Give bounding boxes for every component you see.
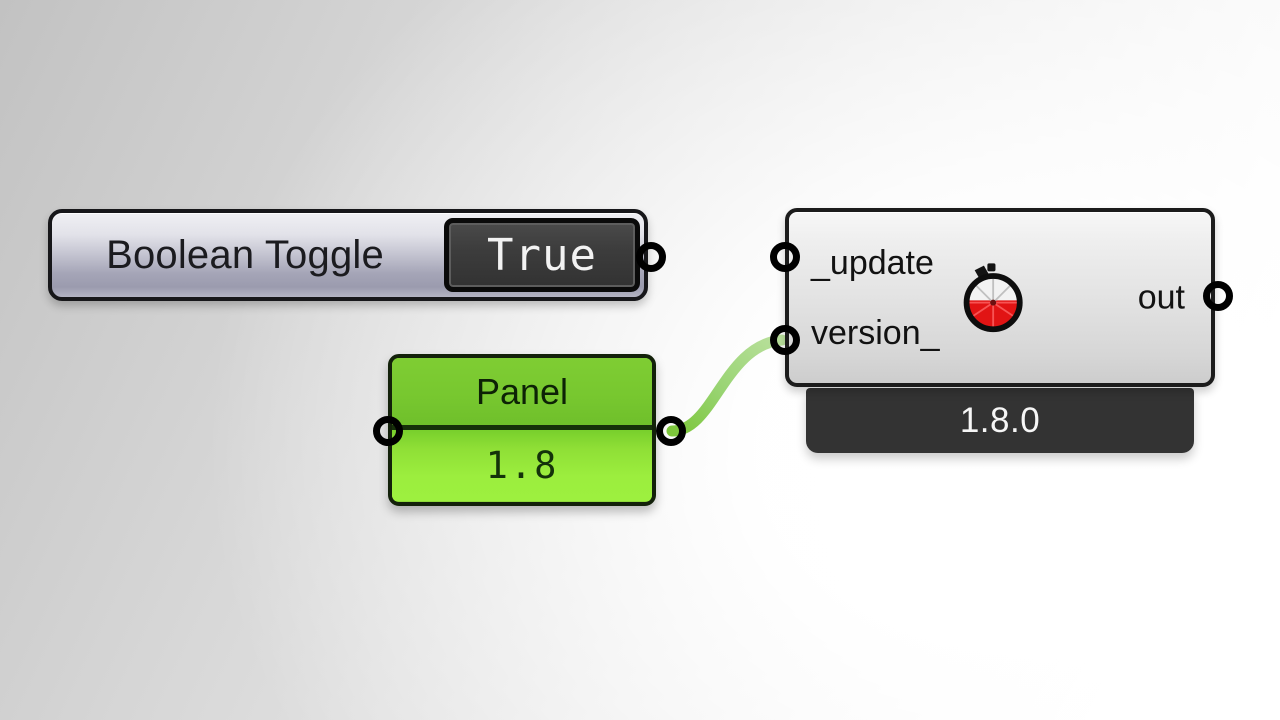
stopwatch-icon <box>963 262 1023 332</box>
component-input-version-port[interactable] <box>770 325 800 355</box>
component-output-port[interactable] <box>1203 281 1233 311</box>
boolean-toggle-node[interactable]: Boolean Toggle True <box>48 209 648 301</box>
component-output-label[interactable]: out <box>1137 278 1185 316</box>
panel-body[interactable]: 1.8 <box>392 430 652 501</box>
panel-output-port[interactable] <box>656 416 686 446</box>
component-version-text: 1.8.0 <box>959 400 1041 440</box>
boolean-toggle-value-button[interactable]: True <box>444 218 640 292</box>
component-input-update-port[interactable] <box>770 242 800 272</box>
boolean-toggle-label: Boolean Toggle <box>106 232 384 277</box>
boolean-toggle-output-port[interactable] <box>636 242 666 272</box>
component-input-update-label[interactable]: _update <box>811 243 934 282</box>
panel-header[interactable]: Panel <box>392 358 652 430</box>
component-version-footer: 1.8.0 <box>806 388 1194 453</box>
component-input-version-label[interactable]: version_ <box>811 313 940 352</box>
component-node[interactable]: _update version_ <box>785 208 1215 387</box>
panel-value-text: 1.8 <box>485 444 559 487</box>
component-input-list: _update version_ <box>811 212 940 383</box>
boolean-toggle-value-text: True <box>487 229 597 281</box>
wire-panel-to-version <box>666 334 788 437</box>
panel-title: Panel <box>475 370 569 412</box>
panel-input-port[interactable] <box>373 416 403 446</box>
panel-node[interactable]: Panel 1.8 <box>388 354 656 506</box>
